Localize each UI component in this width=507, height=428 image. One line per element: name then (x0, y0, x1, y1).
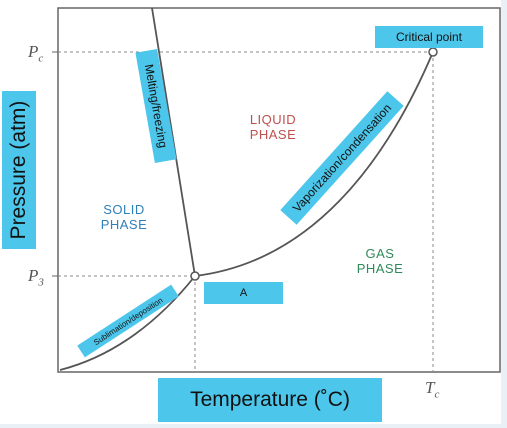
p3-label: P3 (28, 266, 44, 289)
triple-point-label: A (204, 282, 283, 304)
liquid-phase-line1: LIQUID (249, 112, 297, 127)
critical-point-label: Critical point (375, 26, 483, 48)
y-axis-label: Pressure (atm) (2, 91, 36, 249)
plot-frame (57, 7, 501, 373)
x-axis-label: Temperature (˚C) (158, 378, 382, 422)
pc-label: Pc (28, 42, 44, 65)
liquid-phase-label: LIQUID PHASE (230, 112, 316, 142)
gas-phase-label: GAS PHASE (340, 246, 420, 276)
liquid-phase-line2: PHASE (249, 127, 297, 142)
solid-phase-line2: PHASE (100, 217, 148, 232)
solid-phase-line1: SOLID (103, 202, 145, 217)
gas-phase-line1: GAS (365, 246, 395, 261)
tc-label: Tc (425, 378, 440, 401)
solid-phase-label: SOLID PHASE (84, 202, 164, 232)
sublimation-curve (59, 275, 196, 371)
critical-point-marker (428, 47, 438, 57)
vaporization-curve (194, 51, 434, 277)
triple-point-marker (190, 271, 200, 281)
gas-phase-line2: PHASE (356, 261, 404, 276)
